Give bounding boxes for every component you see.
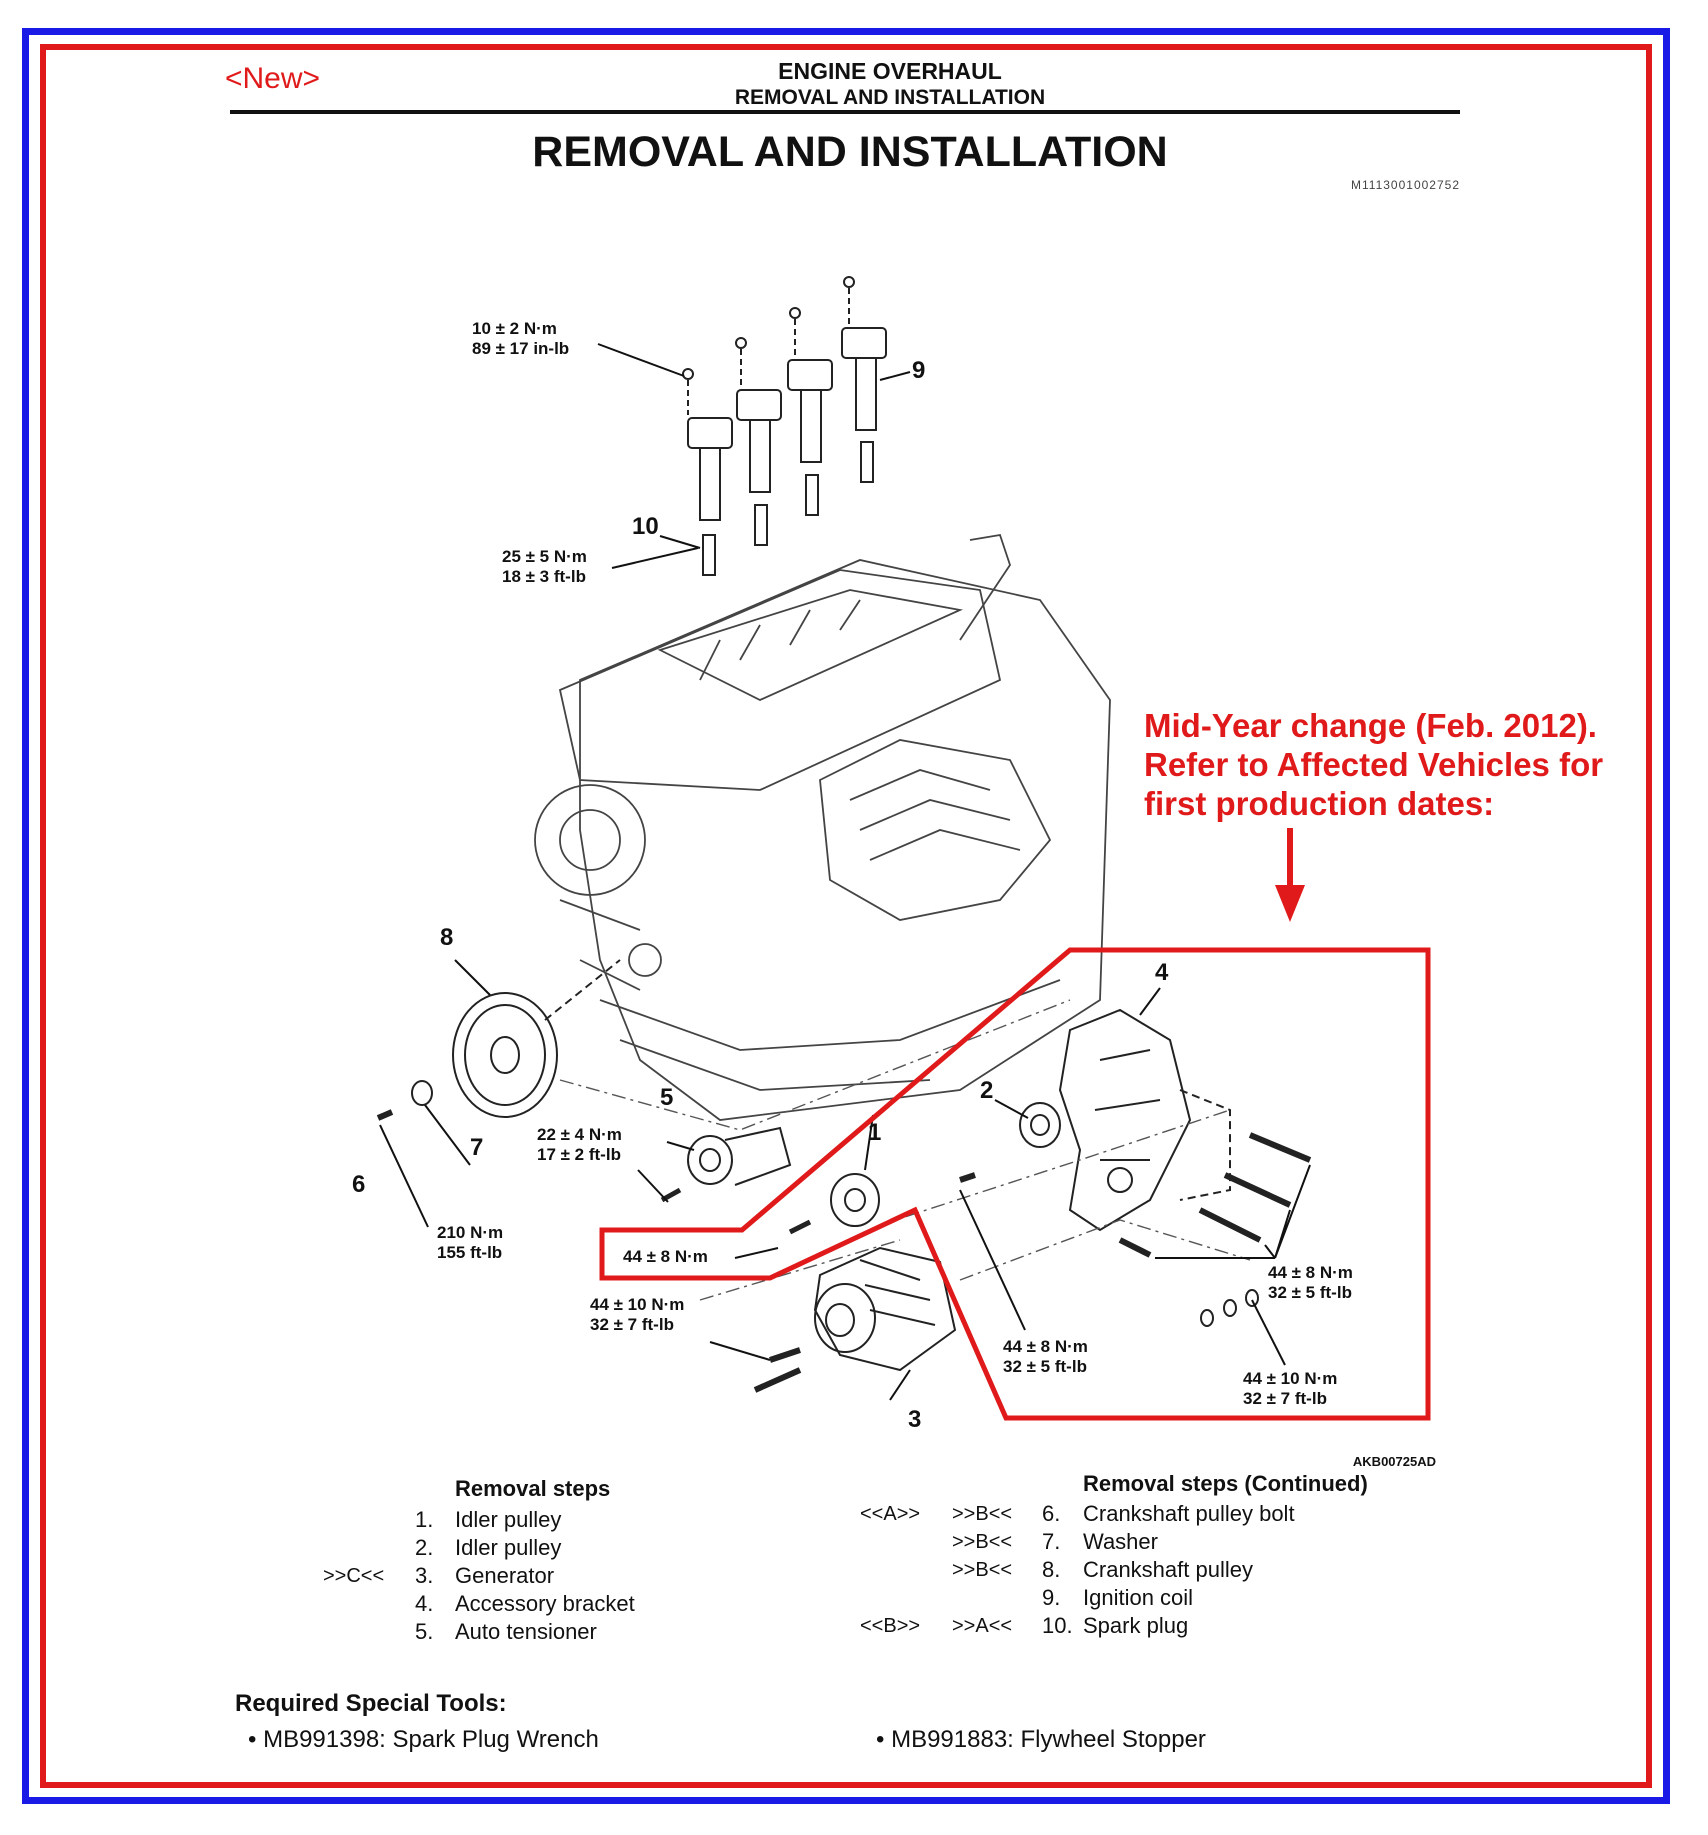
torque-bracket-right-metric: 44 ± 8 N·m bbox=[1268, 1263, 1353, 1282]
step-mark-2: >>B<< bbox=[952, 1531, 1013, 1553]
torque-bracket-lower-imperial: 32 ± 5 ft-lb bbox=[1003, 1357, 1087, 1376]
generator-illustration bbox=[753, 1246, 957, 1393]
accessory-bracket-illustration bbox=[959, 1008, 1312, 1327]
step-mark-1: <<B>> bbox=[860, 1615, 921, 1637]
step-number: 1. bbox=[415, 1507, 434, 1532]
torque-generator-metric: 44 ± 10 N·m bbox=[590, 1295, 684, 1314]
torque-labels: 10 ± 2 N·m 89 ± 17 in-lb 25 ± 5 N·m 18 ±… bbox=[437, 319, 1353, 1408]
callout-6: 6 bbox=[352, 1171, 365, 1198]
step-mark-2: >>B<< bbox=[952, 1559, 1013, 1581]
torque-tensioner-metric: 22 ± 4 N·m bbox=[537, 1125, 622, 1144]
mid-year-change-note: Mid-Year change (Feb. 2012). Refer to Af… bbox=[1144, 706, 1664, 823]
callout-5: 5 bbox=[660, 1084, 673, 1111]
note-line-3: first production dates: bbox=[1144, 785, 1495, 822]
step-label: Crankshaft pulley bolt bbox=[1083, 1501, 1295, 1526]
note-line-1: Mid-Year change (Feb. 2012). bbox=[1144, 707, 1597, 744]
step-label: Idler pulley bbox=[455, 1535, 562, 1560]
step-number: 10. bbox=[1042, 1613, 1073, 1638]
crankshaft-pulley-illustration bbox=[376, 959, 621, 1121]
callout-7: 7 bbox=[470, 1134, 483, 1161]
step-mark-1: <<A>> bbox=[860, 1503, 921, 1525]
note-line-2: Refer to Affected Vehicles for bbox=[1144, 746, 1604, 783]
step-number: 8. bbox=[1042, 1557, 1061, 1582]
callout-9: 9 bbox=[912, 357, 925, 384]
outer-blue-frame bbox=[22, 28, 1670, 1804]
step-number: 5. bbox=[415, 1619, 434, 1644]
assembly-lines bbox=[559, 999, 1251, 1301]
torque-idler: 44 ± 8 N·m bbox=[623, 1247, 708, 1266]
inner-red-frame bbox=[40, 44, 1652, 1788]
callout-4: 4 bbox=[1155, 959, 1169, 986]
step-label: Crankshaft pulley bbox=[1083, 1557, 1253, 1582]
tool-item: • MB991883: Flywheel Stopper bbox=[876, 1726, 1206, 1754]
torque-crank-bolt-metric: 210 N·m bbox=[437, 1223, 503, 1242]
removal-steps-list: 1. Idler pulley 2. Idler pulley >>C<< 3.… bbox=[0, 1506, 900, 1656]
tool-label: MB991883: Flywheel Stopper bbox=[891, 1726, 1206, 1753]
document-id: M1113001002752 bbox=[1351, 178, 1460, 192]
step-number: 4. bbox=[415, 1591, 434, 1616]
removal-steps-continued-list: <<A>> >>B<< 6. Crankshaft pulley bolt >>… bbox=[0, 1500, 1708, 1650]
step-label: Auto tensioner bbox=[455, 1619, 597, 1644]
step-mark: >>C<< bbox=[323, 1565, 385, 1587]
engine-block-illustration bbox=[534, 533, 1111, 1121]
header-rule bbox=[230, 110, 1460, 114]
callout-1: 1 bbox=[868, 1119, 881, 1146]
step-mark-2: >>A<< bbox=[952, 1615, 1013, 1637]
bullet-icon: • bbox=[248, 1726, 257, 1753]
torque-tensioner-imperial: 17 ± 2 ft-lb bbox=[537, 1145, 621, 1164]
step-number: 2. bbox=[415, 1535, 434, 1560]
torque-crank-bolt-imperial: 155 ft-lb bbox=[437, 1243, 502, 1262]
step-label: Spark plug bbox=[1083, 1613, 1189, 1638]
torque-spark-plug-imperial: 18 ± 3 ft-lb bbox=[502, 567, 586, 586]
leader-lines bbox=[379, 343, 1311, 1401]
ignition-coils-illustration bbox=[682, 276, 887, 576]
torque-spark-plug-metric: 25 ± 5 N·m bbox=[502, 547, 587, 566]
idler-pulley-illustration bbox=[788, 1102, 1061, 1235]
step-number: 9. bbox=[1042, 1585, 1061, 1610]
section-header: ENGINE OVERHAUL bbox=[778, 58, 1002, 84]
tool-item: • MB991398: Spark Plug Wrench bbox=[248, 1726, 599, 1754]
callout-3: 3 bbox=[908, 1406, 921, 1433]
step-label: Washer bbox=[1083, 1529, 1158, 1554]
figure-id: AKB00725AD bbox=[1352, 1454, 1436, 1469]
removal-steps-continued-title: Removal steps (Continued) bbox=[1083, 1471, 1368, 1496]
callout-2: 2 bbox=[980, 1077, 993, 1104]
auto-tensioner-illustration bbox=[660, 1126, 792, 1203]
torque-bracket-right-imperial: 32 ± 5 ft-lb bbox=[1268, 1283, 1352, 1302]
new-tag: <New> bbox=[225, 62, 321, 95]
tool-label: MB991398: Spark Plug Wrench bbox=[263, 1726, 599, 1753]
step-number: 6. bbox=[1042, 1501, 1061, 1526]
subsection-header: REMOVAL AND INSTALLATION bbox=[734, 86, 1046, 109]
bullet-icon: • bbox=[876, 1726, 885, 1753]
step-number: 7. bbox=[1042, 1529, 1061, 1554]
washer-illustration bbox=[411, 1080, 433, 1106]
torque-generator-imperial: 32 ± 7 ft-lb bbox=[590, 1315, 674, 1334]
callout-labels: 1 2 3 4 5 6 7 8 9 10 bbox=[352, 357, 1169, 1433]
page-title: REMOVAL AND INSTALLATION bbox=[532, 128, 1168, 176]
required-tools-title: Required Special Tools: bbox=[235, 1690, 507, 1717]
step-label: Generator bbox=[455, 1563, 555, 1588]
torque-bracket-lower-metric: 44 ± 8 N·m bbox=[1003, 1337, 1088, 1356]
torque-bracket-nut-imperial: 32 ± 7 ft-lb bbox=[1243, 1389, 1327, 1408]
removal-steps-title: Removal steps bbox=[455, 1476, 611, 1501]
step-number: 3. bbox=[415, 1563, 434, 1588]
step-mark-2: >>B<< bbox=[952, 1503, 1013, 1525]
torque-bracket-nut-metric: 44 ± 10 N·m bbox=[1243, 1369, 1337, 1388]
highlight-boundary bbox=[599, 947, 1431, 1421]
step-label: Accessory bracket bbox=[455, 1591, 635, 1616]
callout-8: 8 bbox=[440, 924, 453, 951]
note-arrow-head bbox=[1275, 885, 1305, 922]
step-label: Ignition coil bbox=[1083, 1585, 1194, 1610]
torque-coil-bolt-metric: 10 ± 2 N·m bbox=[472, 319, 557, 338]
step-label: Idler pulley bbox=[455, 1507, 562, 1532]
callout-10: 10 bbox=[632, 513, 659, 540]
torque-coil-bolt-imperial: 89 ± 17 in-lb bbox=[472, 339, 569, 358]
